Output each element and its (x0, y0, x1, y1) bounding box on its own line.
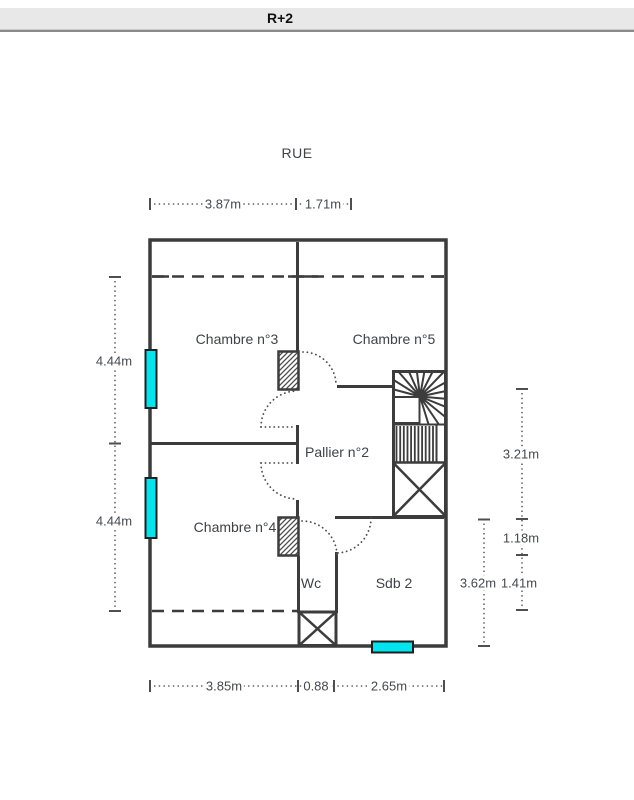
room-label-wc: Wc (300, 575, 322, 591)
room-label-chambre4: Chambre n°4 (193, 519, 277, 535)
spiral-winder-treads (392, 370, 447, 426)
room-label-sdb: Sdb 2 (375, 575, 413, 591)
dim-right-1: 3.21m (500, 446, 542, 462)
room-label-chambre5: Chambre n°5 (352, 331, 436, 347)
window-left-upper (144, 349, 158, 409)
door-swing-arcs (260, 351, 372, 557)
window-left-lower (144, 477, 158, 539)
wc-shaft-symbol (297, 610, 338, 647)
dim-right-2: 1.18m (500, 530, 542, 546)
dim-bottom-3: 2.65m (368, 678, 410, 694)
straight-stair-treads (393, 425, 446, 464)
street-label: RUE (281, 145, 313, 161)
door-jamb-hatch (277, 350, 300, 557)
dim-top-1: 3.87m (202, 196, 244, 212)
floor-title-bar (0, 8, 634, 30)
dim-bottom-1: 3.85m (203, 678, 245, 694)
title-bar-divider (0, 30, 634, 32)
dim-bottom-2: 0.88 (301, 678, 331, 694)
dim-top-2: 1.71m (302, 196, 344, 212)
stair-void-cross (392, 462, 447, 517)
dim-right-3: 1.41m (498, 575, 540, 591)
staircase-symbol (392, 370, 447, 518)
dashed-ceiling-lines (152, 275, 444, 613)
dim-left-1: 4.44m (93, 353, 135, 369)
room-label-pallier: Pallier n°2 (305, 444, 369, 460)
window-symbols (144, 349, 414, 654)
dimension-lines (109, 198, 528, 692)
room-label-chambre3: Chambre n°3 (195, 331, 279, 347)
dim-left-2: 4.44m (93, 513, 135, 529)
window-bottom (371, 640, 414, 654)
dim-right-4: 3.62m (457, 575, 499, 591)
floor-title: R+2 (266, 10, 294, 26)
